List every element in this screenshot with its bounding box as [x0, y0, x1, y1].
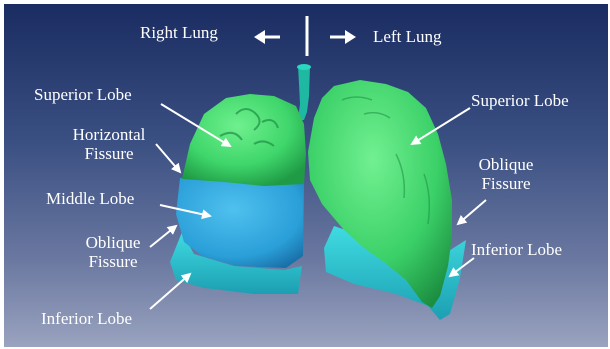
horizontal-fissure-line1: Horizontal [54, 126, 164, 145]
oblique-fissure-left-line2: Fissure [466, 175, 546, 194]
inferior-lobe-right-label: Inferior Lobe [41, 310, 132, 329]
right-arrow-icon [330, 30, 356, 44]
oblique-fissure-right-line2: Fissure [72, 253, 154, 272]
left-lung-label: Left Lung [373, 28, 441, 47]
oblique-fissure-left-line1: Oblique [466, 156, 546, 175]
lung-3d-model-figure: Right Lung Left Lung Superior Lobe Horiz… [4, 4, 608, 347]
left-arrow-icon [254, 30, 280, 44]
trachea [298, 66, 310, 120]
inferior-lobe-left-label: Inferior Lobe [471, 241, 562, 260]
oblique-fissure-right-line1: Oblique [72, 234, 154, 253]
superior-lobe-right-label: Superior Lobe [34, 86, 132, 105]
right-superior-lobe [182, 94, 306, 186]
trachea-top [297, 64, 311, 70]
horizontal-fissure-label: Horizontal Fissure [54, 126, 164, 163]
arrow-inferior-lobe-right [150, 274, 190, 309]
arrow-oblique-fissure-left [458, 200, 486, 224]
right-lung-label: Right Lung [140, 24, 218, 43]
oblique-fissure-left-label: Oblique Fissure [466, 156, 546, 193]
middle-lobe-label: Middle Lobe [46, 190, 134, 209]
horizontal-fissure-line2: Fissure [54, 145, 164, 164]
oblique-fissure-right-label: Oblique Fissure [72, 234, 154, 271]
superior-lobe-left-label: Superior Lobe [471, 92, 569, 111]
